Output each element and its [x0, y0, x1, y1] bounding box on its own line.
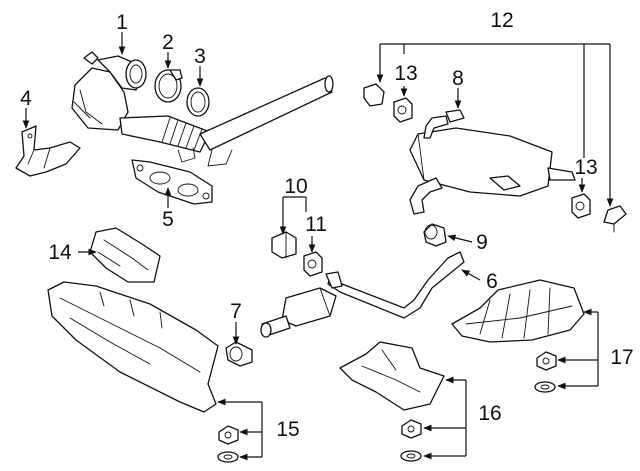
- rear-muffler: [409, 109, 576, 215]
- rubber-hanger: [571, 193, 591, 219]
- callout-8: 8: [452, 67, 464, 90]
- callout-4: 4: [20, 87, 32, 110]
- callout-labels: 1 2 3 4 5 6 7 8 9 10 11 12 13 13 14 15 1…: [20, 9, 634, 441]
- callout-12: 12: [490, 9, 513, 32]
- rubber-hanger: [393, 97, 413, 123]
- heat-shield-mid: [339, 341, 445, 411]
- fastener-nut: [218, 425, 239, 445]
- callout-13-upper: 13: [394, 62, 417, 85]
- flange-gasket: [131, 159, 213, 205]
- rubber-hanger: [303, 251, 323, 277]
- converter-bracket: [15, 125, 81, 177]
- mounting-bracket: [363, 83, 385, 107]
- callout-17: 17: [610, 346, 633, 369]
- callout-14: 14: [48, 241, 72, 264]
- callout-6: 6: [486, 270, 498, 293]
- callout-5: 5: [162, 208, 174, 231]
- callout-2: 2: [162, 31, 174, 54]
- heat-shield-rear: [451, 279, 585, 343]
- pipe-connector: [225, 341, 253, 367]
- callout-16: 16: [478, 402, 501, 425]
- resonator-pipe: [260, 251, 465, 338]
- fastener-nut: [536, 351, 557, 371]
- leader-lines: [22, 32, 614, 461]
- clamp: [154, 69, 183, 103]
- callout-3: 3: [194, 45, 206, 68]
- pipe-clamp: [423, 223, 447, 247]
- hanger-bracket: [271, 231, 297, 259]
- fastener-nut: [401, 419, 422, 439]
- catalytic-converter: [71, 51, 334, 167]
- washer: [534, 381, 556, 393]
- mounting-bracket: [603, 205, 627, 233]
- callout-15: 15: [276, 418, 299, 441]
- heat-shield-tunnel: [47, 281, 219, 413]
- callout-10: 10: [284, 175, 307, 198]
- heat-shield-small: [89, 227, 161, 283]
- callout-7: 7: [230, 300, 242, 323]
- washer: [217, 451, 239, 463]
- callout-11: 11: [305, 213, 327, 236]
- washer: [400, 450, 422, 462]
- gasket: [186, 87, 210, 117]
- callout-9: 9: [476, 231, 488, 254]
- callout-13-lower: 13: [574, 156, 597, 179]
- callout-1: 1: [116, 11, 128, 34]
